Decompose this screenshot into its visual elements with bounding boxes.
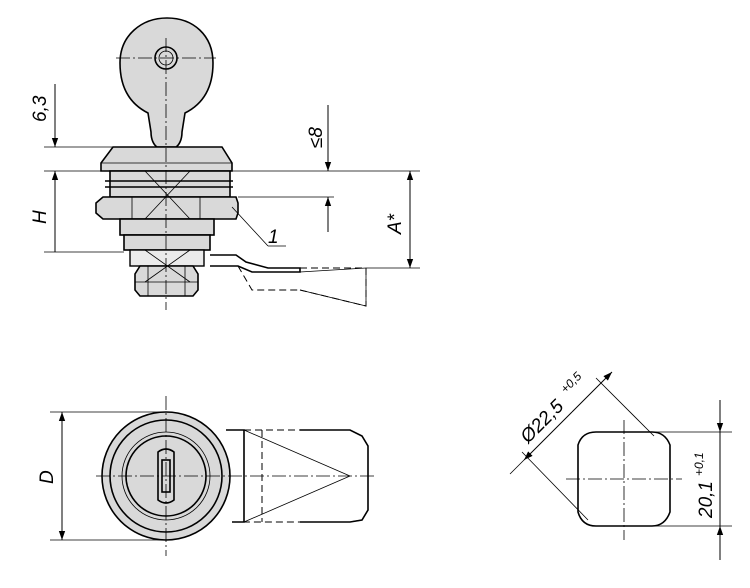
- panel-cutout: Ø22,5 +0,5 20,1 +0,1: [509, 369, 732, 560]
- dim-h: H: [30, 210, 51, 224]
- front-view: D: [37, 396, 376, 556]
- bottom-nut: [134, 265, 199, 297]
- dim-20-1: 20,1: [696, 481, 717, 519]
- dim-diameter-tol: +0,5: [558, 369, 585, 396]
- dim-a: A*: [385, 213, 406, 235]
- cam-tongue: [210, 254, 301, 273]
- callout-1: 1: [268, 227, 279, 248]
- cam-front: [226, 429, 245, 523]
- dim-d: D: [37, 470, 58, 484]
- key-slot-icon: [157, 448, 175, 504]
- dim-20-1-tol: +0,1: [692, 452, 706, 476]
- dim-diameter-22-5: Ø22,5: [516, 396, 568, 448]
- lock-body: [109, 170, 231, 198]
- key-icon: [119, 17, 214, 148]
- side-view: 6,3 H ≤8 A* 1: [30, 17, 420, 310]
- mounting-nut: [95, 196, 239, 220]
- cutout-shape: [577, 431, 671, 527]
- bezel-flange: [100, 146, 233, 172]
- dim-le8: ≤8: [306, 127, 327, 148]
- dim-6-3: 6,3: [30, 95, 51, 122]
